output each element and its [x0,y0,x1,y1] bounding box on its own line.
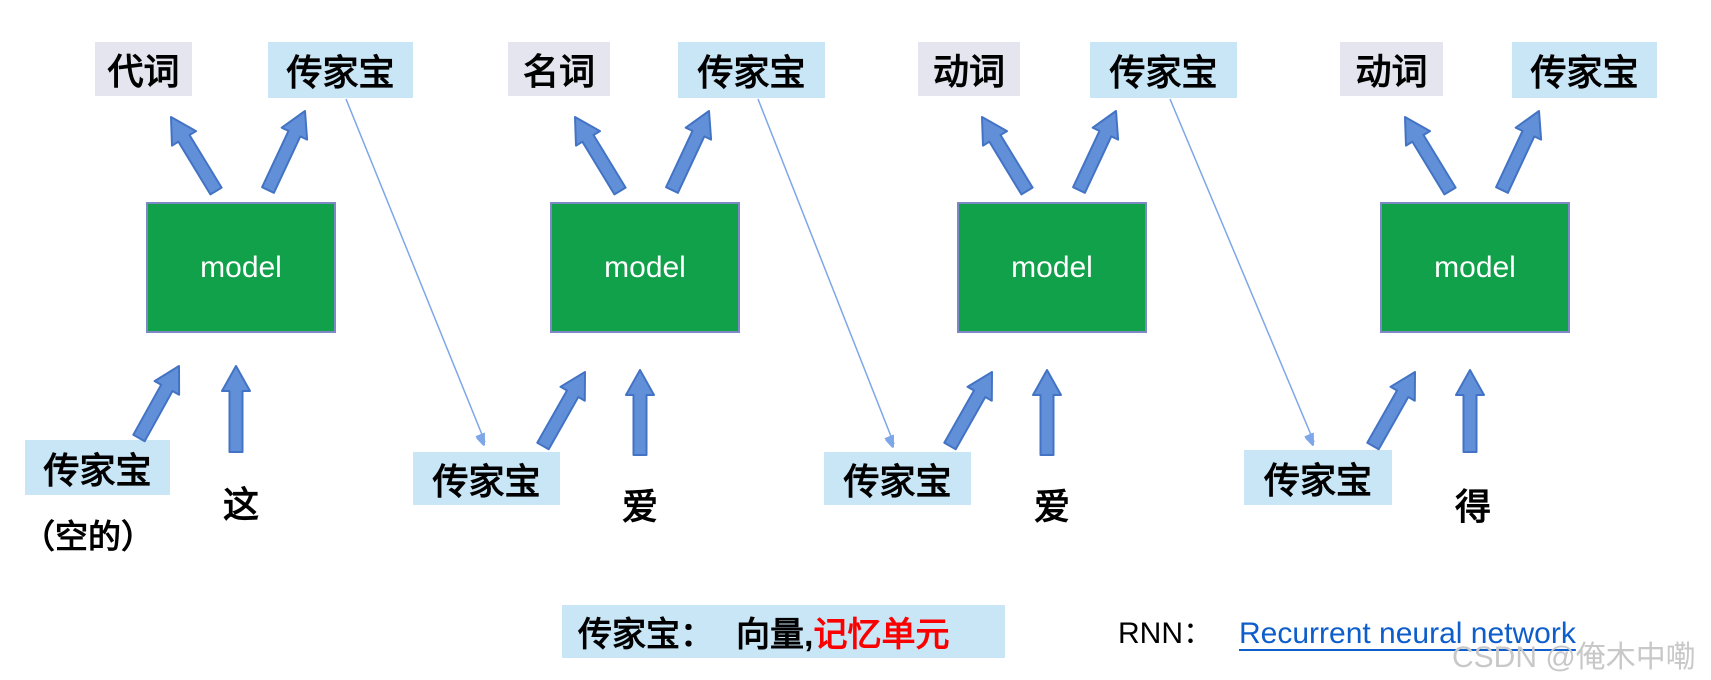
input-arrow-word [221,365,251,453]
legend-term: 传家宝： [578,616,714,654]
input-state-label: 传家宝 [824,452,971,505]
output-arrow-state [665,110,713,194]
legend-value: 向量, [736,616,814,654]
input-word: 这 [222,484,259,525]
output-state-label: 传家宝 [1512,42,1657,98]
legend-box: 传家宝： 向量, 记忆单元 [562,605,1005,658]
output-arrow-pos [574,116,627,196]
output-arrow-pos [981,116,1034,196]
input-arrow-word [625,369,655,456]
input-word: 爱 [621,486,658,527]
output-state-label: 传家宝 [268,42,413,98]
state-connector-arrow [757,98,895,444]
model-box: model [146,202,336,333]
rnn-abbr: RNN： [1118,617,1213,650]
output-state-label: 传家宝 [1090,42,1237,98]
output-pos-label: 动词 [918,42,1020,96]
output-pos-label: 动词 [1340,42,1443,96]
output-pos-label: 名词 [508,42,610,96]
csdn-watermark: CSDN @俺木中嘞 [1452,641,1696,674]
output-pos-label: 代词 [95,42,192,96]
output-arrow-pos [170,116,223,196]
state-connector-arrow [345,98,486,442]
output-arrow-state [1072,110,1120,194]
state-connector-arrow [1169,98,1315,442]
input-arrow-word [1455,369,1485,453]
model-box: model [550,202,740,333]
rnn-link[interactable]: Recurrent neural network [1239,617,1576,650]
input-arrow-state [132,365,181,443]
output-state-label: 传家宝 [678,42,825,98]
input-arrow-word [1032,369,1062,456]
input-arrow-state [943,371,993,451]
rnn-definition: RNN： Recurrent neural network [1118,608,1576,652]
input-state-label: 传家宝 [1244,450,1392,505]
input-state-label: 传家宝 [25,440,170,495]
model-box: model [957,202,1147,333]
input-arrow-state [1366,371,1416,451]
output-arrow-state [261,110,309,194]
model-box: model [1380,202,1570,333]
output-arrow-pos [1404,116,1457,196]
legend-highlight: 记忆单元 [813,616,950,654]
input-word: 得 [1454,486,1491,527]
empty-state-note: （空的） [22,518,154,555]
output-arrow-state [1495,110,1543,194]
input-arrow-state [536,371,586,451]
input-state-label: 传家宝 [413,452,560,505]
input-word: 爱 [1033,486,1070,527]
